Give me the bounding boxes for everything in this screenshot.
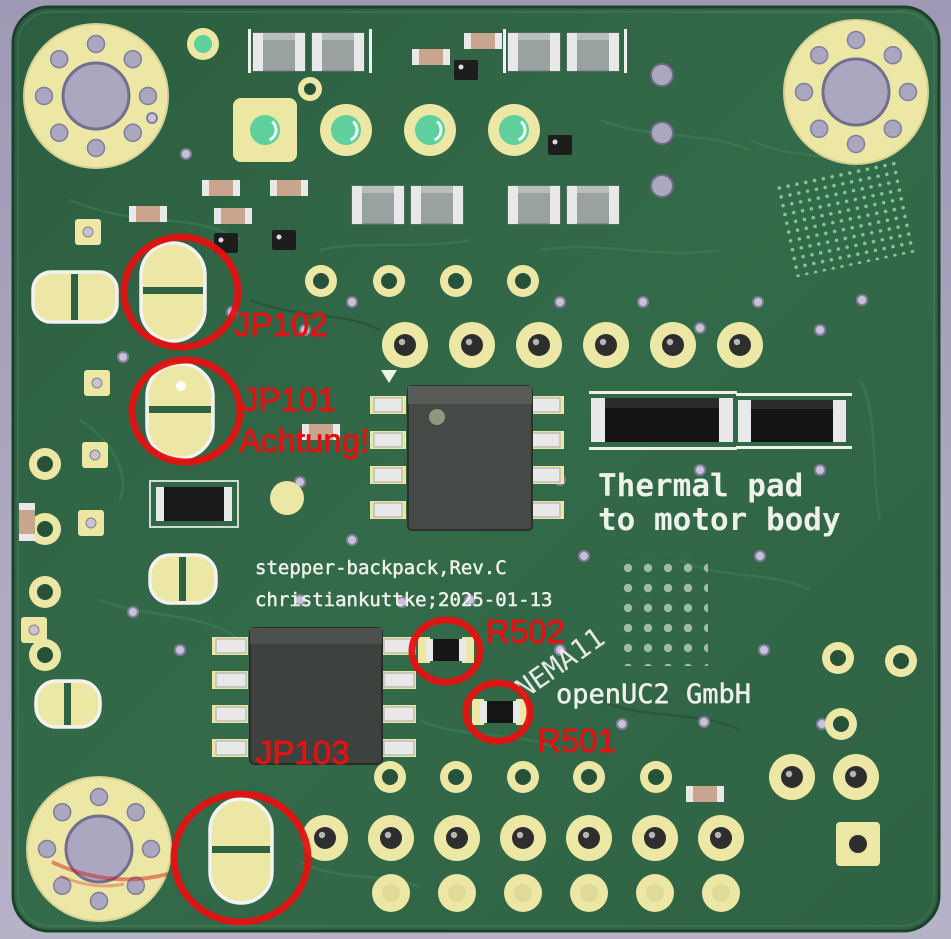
label-achtung: Achtung! bbox=[239, 422, 369, 459]
label-r501: R501 bbox=[537, 722, 616, 759]
red-annotations: JP102 JP101 Achtung! R502 R501 JP103 bbox=[51, 233, 616, 926]
resistor-r502 bbox=[418, 637, 474, 663]
mounting-hole-bottom-left bbox=[25, 775, 173, 923]
circle-jp101 bbox=[128, 356, 244, 466]
soic8-ic-bottom bbox=[212, 627, 416, 765]
silk-board-title: stepper-backpack,Rev.C bbox=[255, 557, 507, 579]
solder-jumpers bbox=[31, 241, 274, 905]
silk-thermal-line2: to motor body bbox=[598, 502, 841, 538]
top-through-holes bbox=[187, 28, 542, 162]
unplated-holes bbox=[650, 63, 674, 198]
label-r502: R502 bbox=[486, 613, 565, 650]
power-resistors bbox=[589, 391, 852, 450]
circle-r501 bbox=[462, 679, 534, 745]
via-stitching-field bbox=[773, 157, 917, 279]
left-black-component bbox=[149, 480, 239, 528]
circle-jp103 bbox=[170, 790, 312, 926]
soic8-ic-top bbox=[370, 370, 564, 531]
red-scribble bbox=[51, 860, 169, 882]
pads-right-side bbox=[769, 642, 917, 866]
silk-thermal-line1: Thermal pad bbox=[598, 468, 803, 504]
label-jp102: JP102 bbox=[234, 306, 328, 343]
large-capacitors bbox=[248, 29, 627, 225]
twin-pad-left-mid bbox=[148, 553, 218, 605]
circle-jp102 bbox=[120, 233, 242, 351]
thermal-pad-via-grid bbox=[616, 552, 708, 666]
pads-left-side bbox=[19, 218, 304, 671]
red-scribble-2 bbox=[59, 874, 125, 888]
mounting-hole-top-left bbox=[22, 22, 170, 170]
label-jp101: JP101 bbox=[242, 381, 336, 418]
twin-pad-left-low bbox=[34, 679, 102, 729]
jumper-jp101 bbox=[145, 362, 215, 460]
jumper-jp103 bbox=[208, 797, 274, 905]
label-jp103: JP103 bbox=[256, 734, 350, 771]
circle-r502 bbox=[408, 616, 484, 686]
silk-author-date: christiankuttke;2025-01-13 bbox=[255, 589, 552, 611]
resistor-r501 bbox=[472, 699, 528, 725]
jumper-jp102 bbox=[139, 241, 207, 343]
silk-company: openUC2 GmbH bbox=[556, 679, 751, 710]
mounting-hole-top-right bbox=[782, 18, 930, 166]
twin-pad-left-top bbox=[31, 270, 119, 324]
